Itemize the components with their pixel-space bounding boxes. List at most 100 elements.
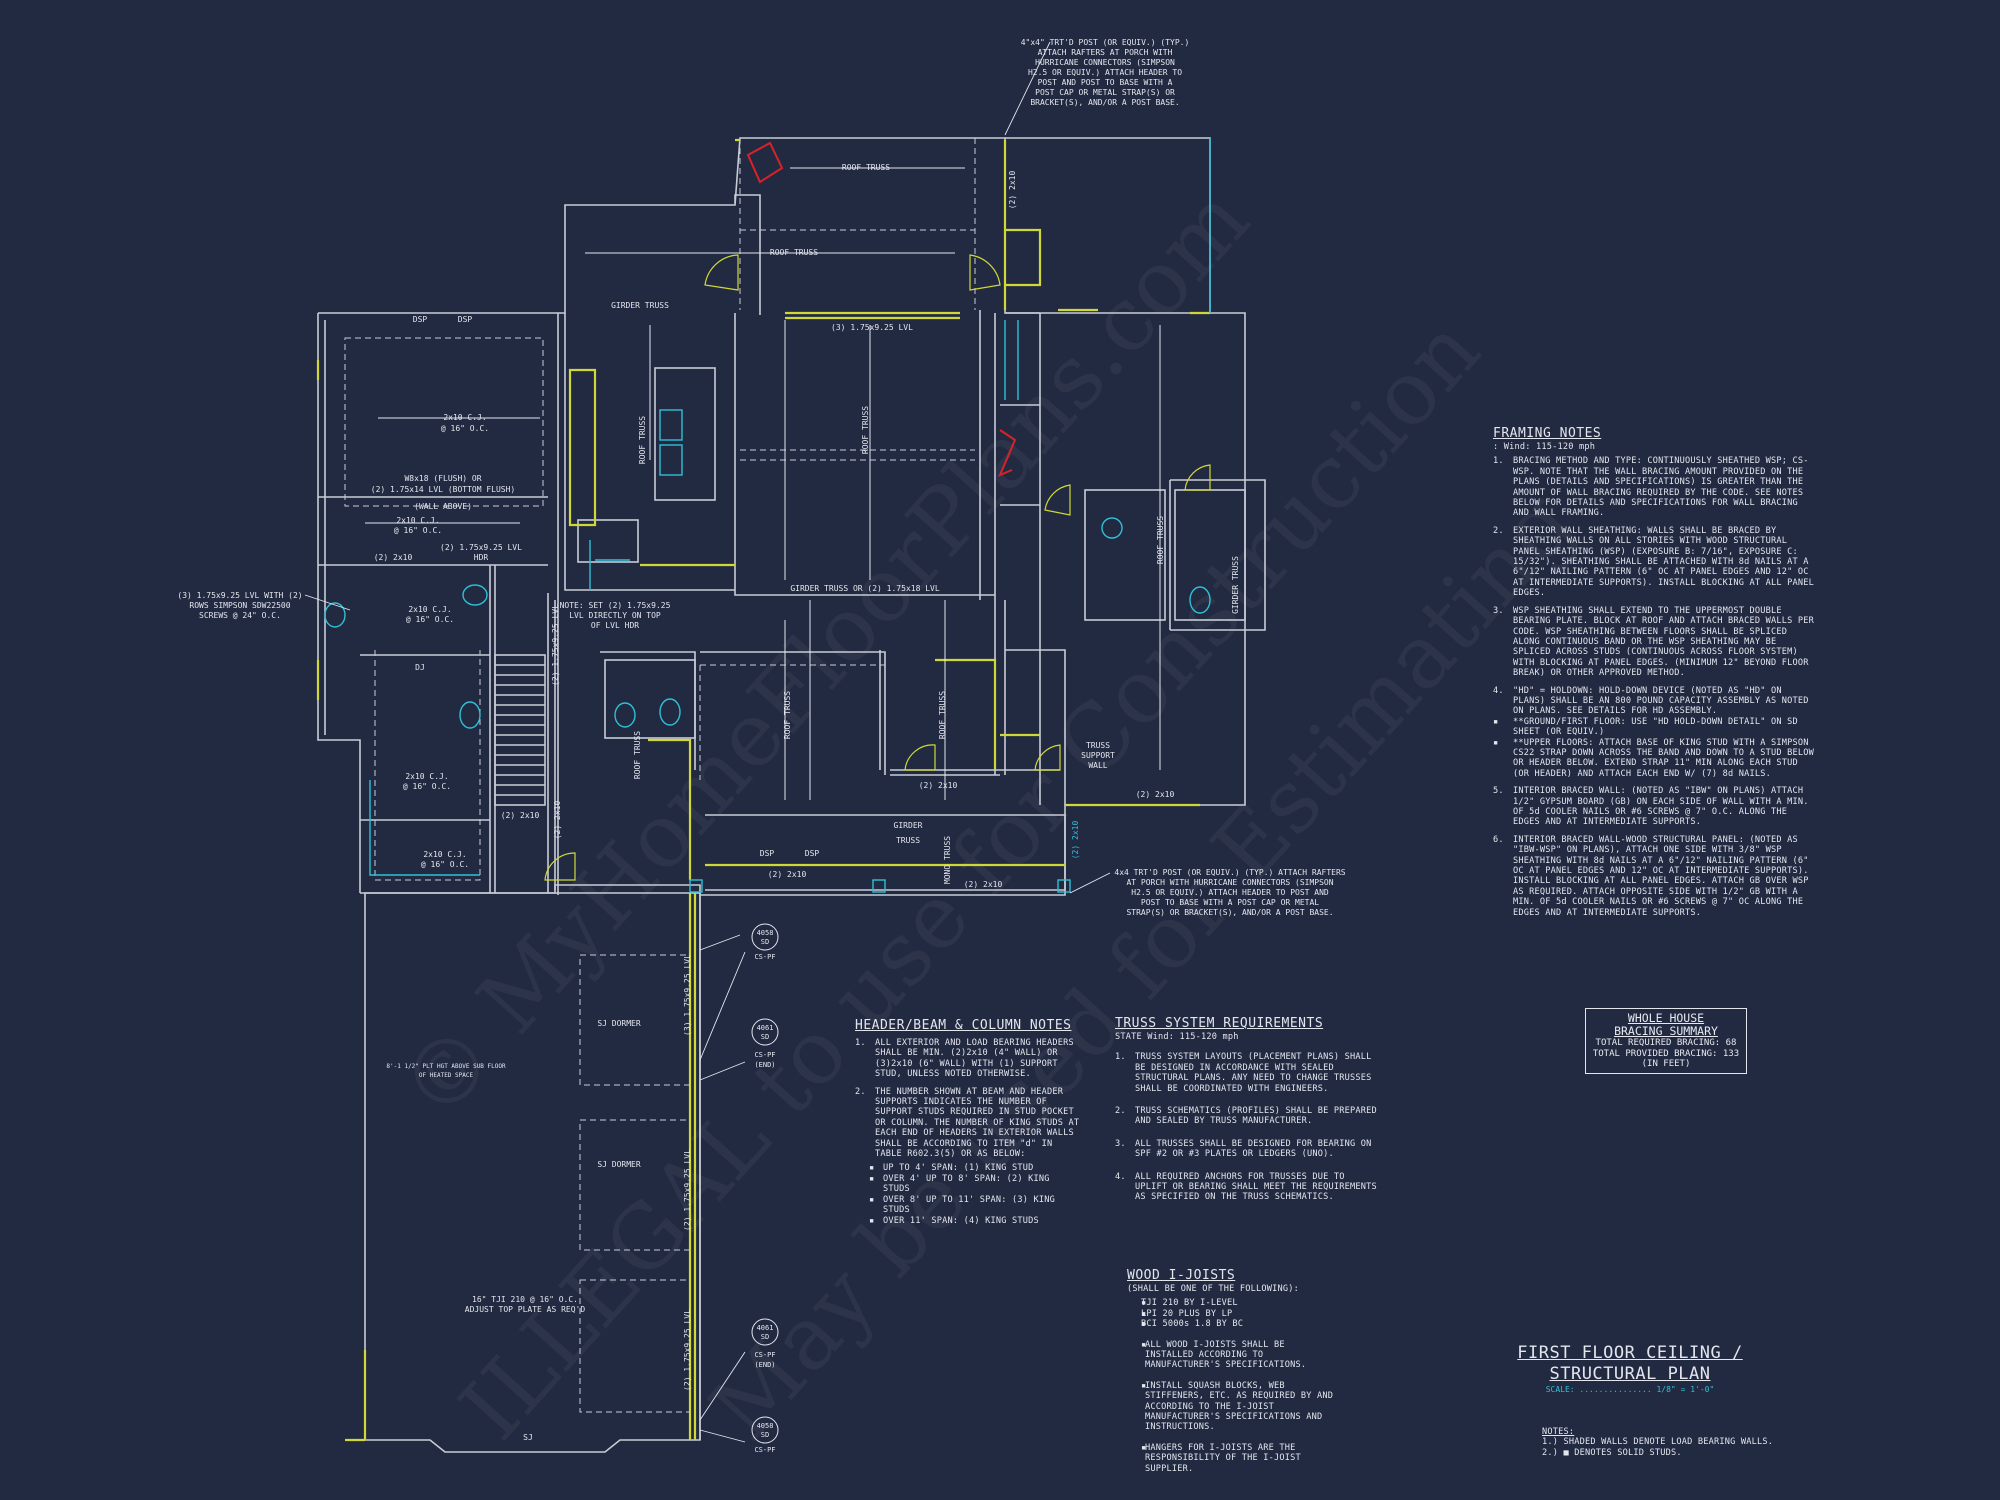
plan-label: BRACKET(S), AND/OR A POST BASE.: [1030, 98, 1179, 107]
plan-label: 2x10 C.J.: [443, 413, 486, 422]
truss-notes-title: TRUSS SYSTEM REQUIREMENTS: [1115, 1016, 1324, 1031]
plan-label: (2) 2x10: [501, 811, 540, 820]
plan-label: DSP: [760, 849, 775, 858]
plan-label: @ 16" O.C.: [403, 782, 451, 791]
label-roof-truss-porch: ROOF TRUSS: [842, 163, 890, 172]
framing-notes-title: FRAMING NOTES: [1493, 426, 1602, 441]
ijoist-notes-title: WOOD I-JOISTS: [1127, 1268, 1236, 1283]
plan-label: TRUSS: [1086, 741, 1110, 750]
note-item: ALL WOOD I-JOISTS SHALL BE INSTALLED ACC…: [1127, 1340, 1337, 1371]
plan-label: ATTACH RAFTERS AT PORCH WITH: [1038, 48, 1173, 57]
sheet-title-block: FIRST FLOOR CEILING / STRUCTURAL PLAN SC…: [1500, 1343, 1760, 1394]
plan-label: GIRDER TRUSS: [1231, 556, 1240, 614]
plan-label: (END): [754, 1061, 775, 1069]
note-item: 2.THE NUMBER SHOWN AT BEAM AND HEADER SU…: [855, 1086, 1080, 1160]
plan-label: 2x10 C.J.: [423, 850, 466, 859]
plan-label: ROOF TRUSS: [783, 691, 792, 739]
plan-label: CS-PF: [754, 1351, 775, 1359]
note-item: 1.TRUSS SYSTEM LAYOUTS (PLACEMENT PLANS)…: [1115, 1052, 1372, 1094]
truss-system-notes: TRUSS SYSTEM REQUIREMENTS STATE Wind: 11…: [1115, 1016, 1380, 1210]
column-tag-1: [751, 923, 779, 951]
plan-label: (2) 2x10: [1071, 821, 1080, 860]
framing-note: 3.WSP SHEATHING SHALL EXTEND TO THE UPPE…: [1493, 605, 1814, 679]
plan-label: H2.5 OR EQUIV.) ATTACH HEADER TO: [1028, 68, 1182, 77]
plan-label: STRAP(S) OR BRACKET(S), AND/OR A POST BA…: [1126, 908, 1333, 917]
plan-label: (3) 1.75x9.25 LVL WITH (2): [177, 591, 302, 600]
sheet-scale: SCALE: ............... 1/8" = 1'-0": [1545, 1385, 1715, 1394]
plan-label: 4061: [757, 1024, 774, 1032]
plan-label: MONO TRUSS: [943, 836, 952, 884]
plan-label: CS-PF: [754, 953, 775, 961]
plan-label: HDR: [474, 553, 489, 562]
plan-label: LVL DIRECTLY ON TOP: [569, 611, 661, 620]
plan-label: OF LVL HDR: [591, 621, 639, 630]
plan-label: (2) 1.75x9.25 LVL: [683, 1309, 692, 1391]
note-item: BCI 5000s 1.8 BY BC: [1127, 1319, 1337, 1330]
framing-note: 4."HD" = HOLDOWN: HOLD-DOWN DEVICE (NOTE…: [1493, 685, 1809, 717]
plan-label: NOTE: SET (2) 1.75x9.25: [560, 601, 671, 610]
plan-label: GIRDER: [894, 821, 923, 830]
framing-notes: FRAMING NOTES : Wind: 115-120 mph 1.BRAC…: [1493, 426, 1814, 918]
framing-note: 1.BRACING METHOD AND TYPE: CONTINUOUSLY …: [1493, 456, 1809, 519]
plan-label: DSP: [458, 315, 473, 324]
plan-label: SJ DORMER: [597, 1160, 641, 1169]
plan-label: 4061: [757, 1324, 774, 1332]
plan-label: SUPPORT: [1081, 751, 1115, 760]
plan-label: ROOF TRUSS: [938, 691, 947, 739]
note-item: UP TO 4' SPAN: (1) KING STUD: [855, 1163, 1080, 1174]
plan-label: DJ: [415, 663, 425, 672]
note-item: OVER 8' UP TO 11' SPAN: (3) KING STUDS: [855, 1195, 1080, 1216]
note-item: OVER 11' SPAN: (4) KING STUDS: [855, 1216, 1080, 1227]
plan-label: SD: [761, 1033, 769, 1041]
interior-walls: [318, 312, 1266, 895]
plan-label: 4058: [757, 1422, 774, 1430]
plan-label: 16" TJI 210 @ 16" O.C.: [472, 1295, 578, 1304]
plan-label: (2) 2x10: [919, 781, 958, 790]
plan-label: ROOF TRUSS: [1156, 516, 1165, 564]
plan-label: HURRICANE CONNECTORS (SIMPSON: [1035, 58, 1175, 67]
plan-label: @ 16" O.C.: [394, 526, 442, 535]
plan-label: (2) 1.75x9.25 LVL: [440, 543, 522, 552]
porch-outline: [1005, 137, 1211, 313]
plan-label: GIRDER TRUSS OR (2) 1.75x18 LVL: [790, 584, 939, 593]
plan-label: DSP: [805, 849, 820, 858]
plan-label: POST CAP OR METAL STRAP(S) OR: [1035, 88, 1175, 97]
plan-label: ROOF TRUSS: [770, 248, 818, 257]
plan-label: AT PORCH WITH HURRICANE CONNECTORS (SIMP…: [1126, 878, 1333, 887]
note-item: HANGERS FOR I-JOISTS ARE THE RESPONSIBIL…: [1127, 1443, 1337, 1474]
plan-label: ROWS SIMPSON SDW22500: [189, 601, 290, 610]
plan-label: WALL: [1088, 761, 1107, 770]
plan-label: (END): [754, 1361, 775, 1369]
plan-label: POST TO BASE WITH A POST CAP OR METAL: [1141, 898, 1319, 907]
hatch-marker: [746, 141, 784, 184]
framing-note: ▪**UPPER FLOORS: ATTACH BASE OF KING STU…: [1493, 737, 1814, 779]
plan-label: 2x10 C.J.: [408, 605, 451, 614]
bracing-summary-box: WHOLE HOUSE BRACING SUMMARY TOTAL REQUIR…: [1585, 1008, 1747, 1074]
plan-label: 2x10 C.J.: [405, 772, 448, 781]
plan-label: 8'-1 1/2" PLT HGT ABOVE SUB FLOOR: [386, 1063, 506, 1070]
plan-label: SJ DORMER: [597, 1019, 641, 1028]
plan-label: (2) 1.75x9.25 LVL: [683, 1149, 692, 1231]
framing-note: 2.EXTERIOR WALL SHEATHING: WALLS SHALL B…: [1493, 525, 1814, 599]
legend-notes: NOTES: 1.) SHADED WALLS DENOTE LOAD BEAR…: [1542, 1427, 1774, 1458]
plan-label: OF HEATED SPACE: [419, 1072, 474, 1079]
plan-label: (3) 1.75x9.25 LVL: [831, 323, 913, 332]
header-beam-notes: HEADER/BEAM & COLUMN NOTES 1.ALL EXTERIO…: [855, 1018, 1080, 1226]
plan-label: 4x4 TRT'D POST (OR EQUIV.) (TYP.) ATTACH…: [1114, 868, 1345, 877]
plan-label: POST AND POST TO BASE WITH A: [1038, 78, 1173, 87]
plan-label: H2.5 OR EQUIV.) ATTACH HEADER TO POST AN…: [1131, 888, 1329, 897]
plan-label: SJ: [523, 1433, 533, 1442]
plan-label: (2) 1.75x9.25 LVL: [551, 604, 560, 686]
framing-note: ▪**GROUND/FIRST FLOOR: USE "HD HOLD-DOWN…: [1493, 716, 1798, 738]
plan-label: (2) 2x10: [768, 870, 807, 879]
exterior-wall-outline: [318, 137, 1246, 1453]
plan-label: SD: [761, 1431, 769, 1439]
plan-label: (2) 1.75x14 LVL (BOTTOM FLUSH): [371, 485, 516, 494]
plan-label: (3) 1.75x9.25 LVL: [683, 954, 692, 1036]
framing-note: 5.INTERIOR BRACED WALL: (NOTED AS "IBW" …: [1493, 786, 1809, 828]
plan-label: GIRDER TRUSS: [611, 301, 669, 310]
plan-label: SCREWS @ 24" O.C.: [199, 611, 281, 620]
plan-label: SD: [761, 1333, 769, 1341]
plan-label: (2) 2x10: [964, 880, 1003, 889]
